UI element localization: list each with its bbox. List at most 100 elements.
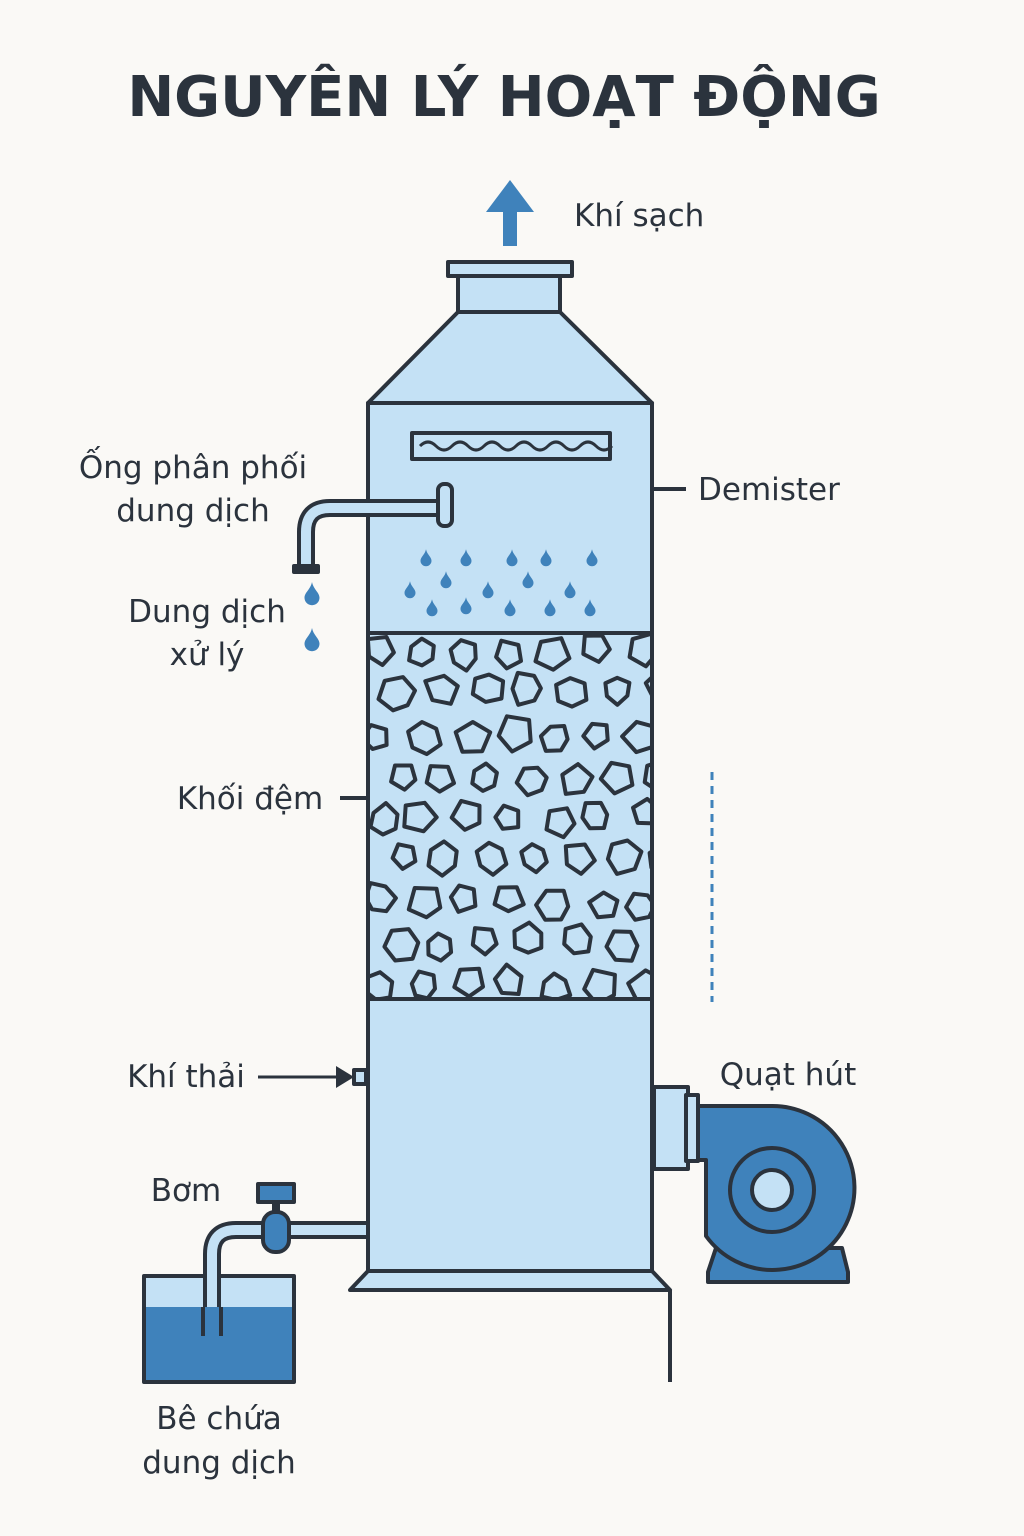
packing-element — [554, 676, 589, 709]
exhaust-gas-inlet — [258, 1066, 368, 1088]
packing-element — [620, 719, 650, 755]
demister-label: Demister — [698, 472, 840, 508]
packing-element — [370, 723, 389, 751]
distribution-pipe-label-line2: dung dịch — [116, 493, 270, 529]
packing-element — [453, 720, 493, 754]
packing-element — [643, 676, 650, 696]
spray-droplets-icon — [404, 549, 598, 617]
packing-element — [376, 675, 417, 713]
packing-element — [519, 842, 549, 875]
packing-element — [449, 798, 482, 832]
packing-element — [654, 935, 680, 962]
fan-label: Quạt hút — [720, 1057, 857, 1093]
solution-droplets-icon — [304, 582, 320, 652]
packing-element — [544, 806, 577, 840]
tank-label-line2: dung dịch — [142, 1445, 296, 1481]
packing-element — [448, 638, 478, 673]
droplet-icon — [482, 581, 494, 599]
packing-element — [647, 850, 650, 870]
droplet-icon — [404, 581, 416, 599]
tower-base — [348, 1269, 672, 1292]
droplet-icon — [564, 581, 576, 599]
packing-element — [423, 673, 460, 706]
packing-element — [370, 635, 396, 667]
page-title: NGUYÊN LÝ HOẠT ĐỘNG — [127, 64, 880, 130]
packing-element — [493, 803, 521, 831]
packing-element — [581, 635, 612, 664]
droplet-icon — [544, 599, 556, 617]
packing-element — [406, 720, 443, 757]
droplet-icon — [586, 549, 598, 567]
suction-fan-icon — [652, 1085, 857, 1284]
tower-body — [366, 401, 654, 1273]
packing-element — [492, 962, 524, 996]
packing-element — [470, 672, 506, 704]
packing-element — [494, 638, 523, 671]
clean-air-arrow-icon — [486, 180, 534, 246]
distribution-pipe — [292, 482, 454, 574]
packing-element — [389, 763, 418, 792]
packing-element — [402, 800, 439, 834]
packing-element — [605, 838, 644, 876]
packing-element — [626, 968, 650, 997]
tower-outlet — [366, 260, 654, 405]
exhaust-gas-label: Khí thải — [127, 1059, 245, 1095]
packing-element — [534, 888, 571, 922]
demister-pad — [410, 431, 614, 461]
packing-element — [370, 970, 395, 997]
droplet-icon — [506, 549, 518, 567]
packing-element — [631, 796, 650, 826]
packing-element — [563, 842, 597, 876]
packing-element — [426, 839, 459, 878]
droplet-icon — [540, 549, 552, 567]
droplet-icon — [304, 582, 320, 606]
droplet-icon — [460, 597, 472, 615]
pump-piping — [201, 1221, 366, 1336]
droplet-icon — [584, 599, 596, 617]
packing-element — [470, 761, 499, 793]
solution-label-line2: xử lý — [170, 637, 245, 673]
packing-element — [370, 801, 400, 837]
packing-element — [539, 971, 573, 997]
packing-element — [470, 926, 499, 957]
distribution-pipe-label-line1: Ống phân phối — [79, 446, 307, 486]
packing-element — [452, 966, 485, 997]
packing-element — [538, 724, 570, 753]
packing-element — [382, 927, 421, 963]
packing-element — [533, 636, 572, 672]
packing-element — [512, 920, 544, 955]
packing-element — [582, 967, 617, 997]
packing-element — [627, 635, 650, 669]
packing-element — [510, 670, 543, 707]
packing-element — [514, 765, 549, 798]
packing-element — [598, 760, 635, 796]
droplet-icon — [504, 599, 516, 617]
packing-media — [370, 635, 680, 997]
clean-air-label: Khí sạch — [574, 198, 704, 234]
pump-icon — [256, 1182, 296, 1254]
packing-element — [407, 636, 436, 668]
droplet-icon — [440, 571, 452, 589]
packing-element — [424, 764, 456, 794]
packing-element — [474, 840, 509, 877]
packing-element — [492, 885, 526, 914]
droplet-icon — [460, 549, 472, 567]
packing-element — [560, 762, 595, 796]
packing-element — [587, 890, 620, 920]
solution-label-line1: Dung dịch — [128, 594, 286, 630]
packing-element — [448, 883, 478, 914]
droplet-icon — [522, 571, 534, 589]
tank-label-line1: Bê chứa — [156, 1401, 282, 1437]
packing-element — [624, 891, 650, 922]
packing-element — [580, 800, 610, 831]
packing-element — [581, 721, 610, 751]
packing-element — [603, 675, 632, 707]
packing-label: Khối đệm — [177, 781, 323, 817]
packing-element — [370, 881, 398, 914]
droplet-icon — [426, 599, 438, 617]
packing-element — [406, 886, 443, 920]
droplet-icon — [420, 549, 432, 567]
packing-element — [496, 714, 533, 754]
packing-element — [409, 969, 437, 997]
